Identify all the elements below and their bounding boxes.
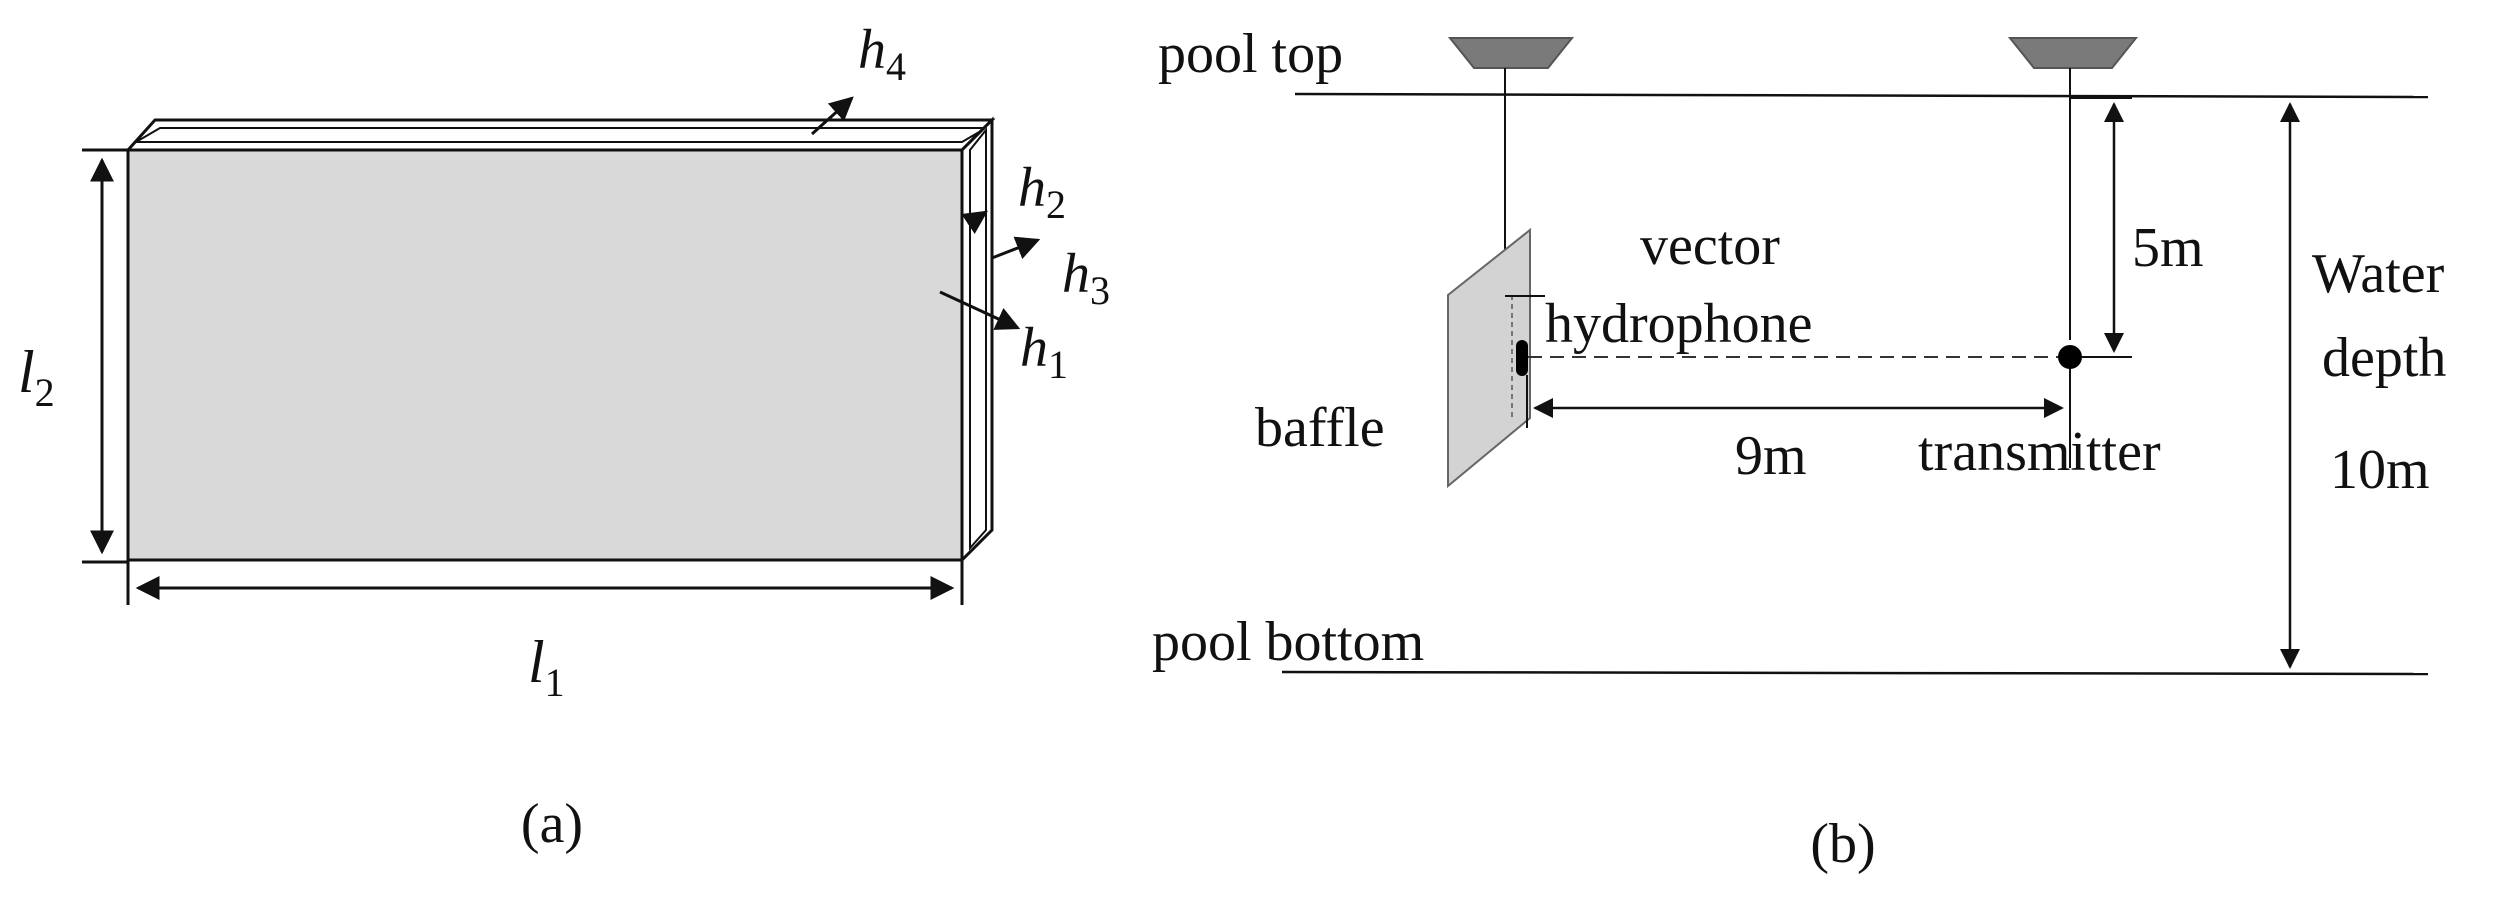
pointer-h1 [939, 290, 1021, 330]
label-h3: h3 [1062, 243, 1110, 313]
label-h4: h4 [858, 19, 906, 89]
float-right [2007, 37, 2139, 69]
label-baffle: baffle [1255, 397, 1385, 459]
pointer-h2 [961, 210, 988, 234]
plate-front-face [126, 148, 964, 562]
transmitter-dot [2058, 345, 2082, 369]
plate-box [124, 116, 996, 564]
pool-bottom-label: pool bottom [1152, 611, 1424, 673]
label-l2: l2 [18, 339, 55, 415]
label-distance: 9m [1735, 425, 1807, 487]
label-h2: h2 [1018, 157, 1066, 227]
dimension-l2 [82, 148, 128, 564]
label-water: Water [2312, 243, 2445, 305]
plate-right-face [960, 116, 994, 564]
dimension-l1 [126, 560, 964, 605]
pointer-h4 [810, 96, 854, 136]
pool-top-line [1294, 92, 2429, 99]
caption-a: (a) [521, 793, 583, 855]
label-l1: l1 [528, 629, 565, 705]
label-vector: vector [1640, 215, 1780, 277]
plate-right-inner-face [969, 127, 987, 551]
plate-top-face [124, 118, 996, 152]
float-left [1447, 37, 1575, 69]
pool-top-label: pool top [1158, 23, 1343, 85]
label-water-depth-value: 10m [2330, 439, 2430, 501]
caption-b: (b) [1810, 813, 1875, 875]
panel-b: pool top pool bottom vector hydrophone [1152, 23, 2446, 875]
pointer-h3 [991, 236, 1041, 260]
vector-hydrophone [1516, 340, 1528, 376]
baffle-plate [1447, 227, 1531, 489]
label-hydrophone: hydrophone [1545, 293, 1813, 355]
label-h1: h1 [1020, 317, 1068, 387]
pool-bottom-line [1281, 670, 2429, 676]
label-depth: depth [2322, 327, 2446, 389]
label-transmitter: transmitter [1918, 421, 2161, 483]
panel-a: l2 l1 h4 h2 h3 h1 (a) [18, 19, 1110, 855]
label-transmitter-depth: 5m [2132, 217, 2204, 279]
